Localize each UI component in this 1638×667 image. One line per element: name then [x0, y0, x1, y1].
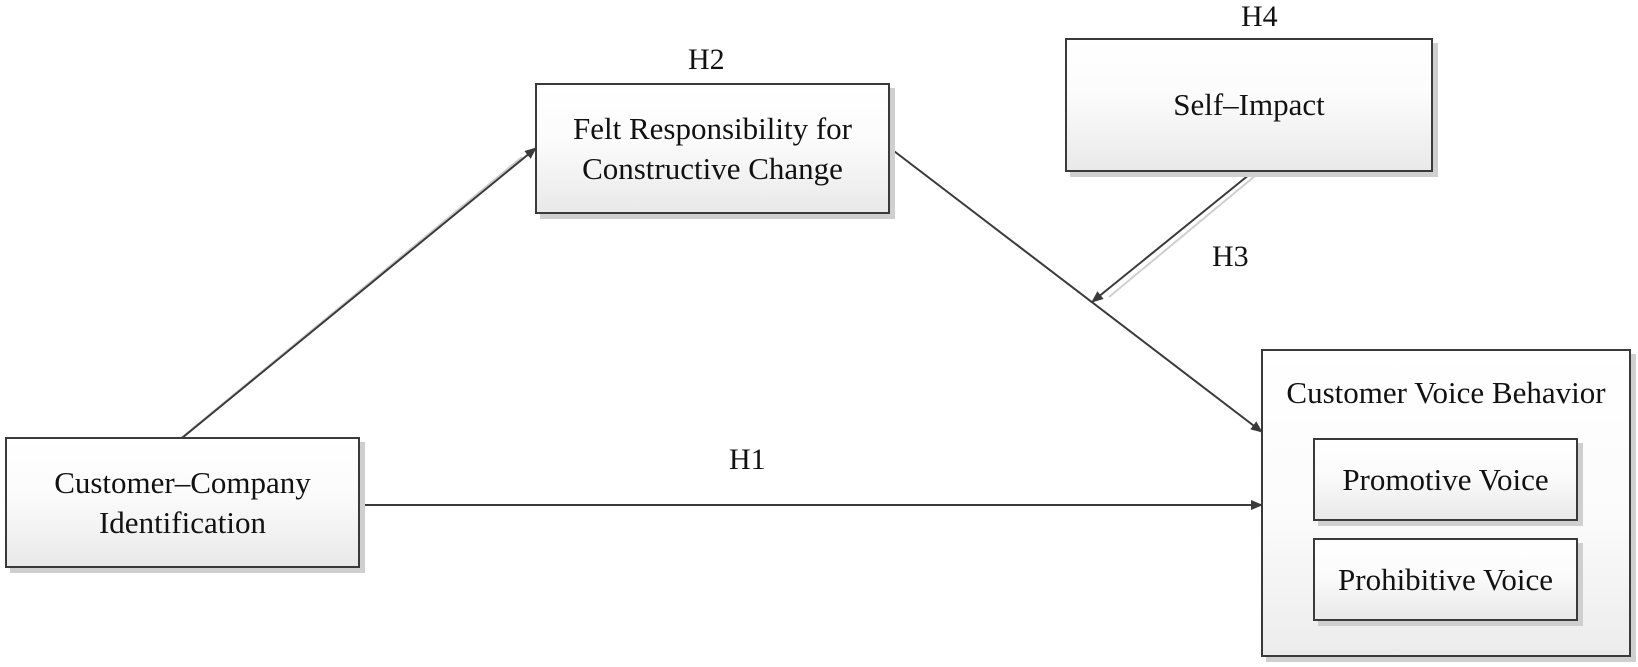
node-customer-voice-behavior-title: Customer Voice Behavior	[1286, 375, 1606, 410]
node-customer-company-identification-line1: Customer–Company	[54, 464, 311, 500]
node-promotive-voice-label: Promotive Voice	[1342, 461, 1549, 497]
node-self-impact-label: Self–Impact	[1173, 87, 1325, 122]
hypothesis-h4-label: H4	[1241, 0, 1278, 33]
node-self-impact: Self–Impact	[1065, 38, 1433, 172]
node-felt-responsibility: Felt Responsibility for Constructive Cha…	[535, 83, 890, 214]
arrow-h3-shadow	[1108, 175, 1256, 298]
node-felt-responsibility-line2: Constructive Change	[582, 150, 843, 186]
node-customer-voice-behavior: Customer Voice Behavior Promotive Voice …	[1261, 349, 1631, 657]
node-prohibitive-voice-label: Prohibitive Voice	[1338, 561, 1553, 597]
node-promotive-voice: Promotive Voice	[1313, 438, 1578, 521]
arrow-h2	[181, 147, 537, 439]
node-felt-responsibility-line1: Felt Responsibility for	[573, 110, 852, 146]
arrow-h3	[1091, 173, 1251, 303]
hypothesis-h3-label: H3	[1212, 240, 1249, 273]
node-customer-company-identification: Customer–Company Identification	[5, 437, 360, 568]
hypothesis-h1-label: H1	[729, 443, 766, 476]
node-customer-company-identification-line2: Identification	[98, 504, 266, 540]
arrow-mediation	[889, 147, 1263, 433]
hypothesis-h2-label: H2	[688, 43, 725, 76]
node-prohibitive-voice: Prohibitive Voice	[1313, 538, 1578, 621]
